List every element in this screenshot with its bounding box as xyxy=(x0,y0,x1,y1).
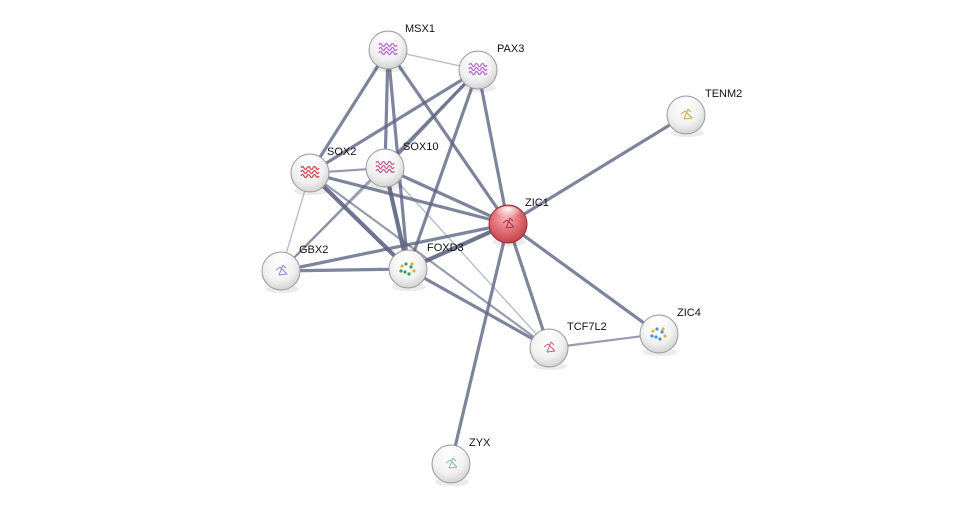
node-label-zic4: ZIC4 xyxy=(677,307,701,319)
node-highlight xyxy=(439,446,464,460)
node-label-sox10: SOX10 xyxy=(403,141,438,153)
node-highlight xyxy=(396,251,421,265)
node-highlight xyxy=(674,97,699,111)
edges-layer xyxy=(281,50,686,464)
node-foxd3[interactable]: FOXD3 xyxy=(389,242,464,291)
node-highlight xyxy=(537,330,562,344)
node-label-msx1: MSX1 xyxy=(405,23,435,35)
node-sox10[interactable]: SOX10 xyxy=(366,141,438,190)
node-label-sox2: SOX2 xyxy=(327,146,356,158)
node-highlight xyxy=(647,316,672,330)
node-label-foxd3: FOXD3 xyxy=(427,242,464,254)
node-label-zyx: ZYX xyxy=(469,437,491,449)
node-label-gbx2: GBX2 xyxy=(299,244,328,256)
node-highlight xyxy=(466,52,491,66)
node-msx1[interactable]: MSX1 xyxy=(369,23,435,72)
node-highlight xyxy=(298,155,323,169)
node-highlight xyxy=(269,253,294,267)
node-highlight xyxy=(496,206,521,220)
node-label-tcf7l2: TCF7L2 xyxy=(567,321,607,333)
node-zyx[interactable]: ZYX xyxy=(432,437,491,486)
node-zic4[interactable]: ZIC4 xyxy=(640,307,701,356)
edge-zic1-zyx[interactable] xyxy=(451,224,508,464)
node-highlight xyxy=(373,150,398,164)
node-label-zic1: ZIC1 xyxy=(525,197,549,209)
node-tenm2[interactable]: TENM2 xyxy=(667,88,742,137)
node-zic1[interactable]: ZIC1 xyxy=(489,197,549,246)
node-gbx2[interactable]: GBX2 xyxy=(262,244,328,293)
node-label-pax3: PAX3 xyxy=(497,43,524,55)
node-label-tenm2: TENM2 xyxy=(705,88,742,100)
edge-pax3-foxd3[interactable] xyxy=(408,70,478,269)
edge-zic1-zic4[interactable] xyxy=(508,224,659,334)
node-pax3[interactable]: PAX3 xyxy=(459,43,524,92)
node-highlight xyxy=(376,32,401,46)
